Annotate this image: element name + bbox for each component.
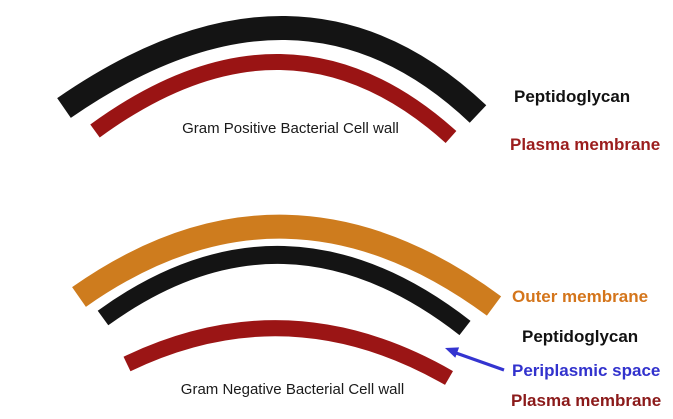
gram-negative-periplasmic-space-label: Periplasmic space bbox=[512, 361, 661, 380]
gram-positive-peptidoglycan-arc bbox=[57, 16, 487, 123]
gram-positive-peptidoglycan-label: Peptidoglycan bbox=[514, 87, 631, 106]
gram-positive-plasma-membrane-label: Plasma membrane bbox=[510, 135, 661, 154]
gram-positive-caption: Gram Positive Bacterial Cell wall bbox=[182, 120, 399, 137]
gram-negative-outer-membrane-label: Outer membrane bbox=[512, 287, 649, 306]
gram-positive-plasma-membrane-arc bbox=[90, 54, 457, 143]
periplasmic-space-arrow-line bbox=[455, 351, 505, 372]
gram-negative-outer-membrane-arc bbox=[72, 214, 502, 316]
gram-negative-plasma-membrane-arc bbox=[123, 320, 453, 385]
gram-negative-peptidoglycan-arc bbox=[97, 245, 471, 336]
gram-negative-peptidoglycan-label: Peptidoglycan bbox=[522, 327, 639, 346]
periplasmic-space-arrow-head-icon bbox=[445, 347, 460, 358]
gram-negative-plasma-membrane-label: Plasma membrane bbox=[511, 391, 662, 410]
gram-negative-caption: Gram Negative Bacterial Cell wall bbox=[180, 381, 405, 398]
